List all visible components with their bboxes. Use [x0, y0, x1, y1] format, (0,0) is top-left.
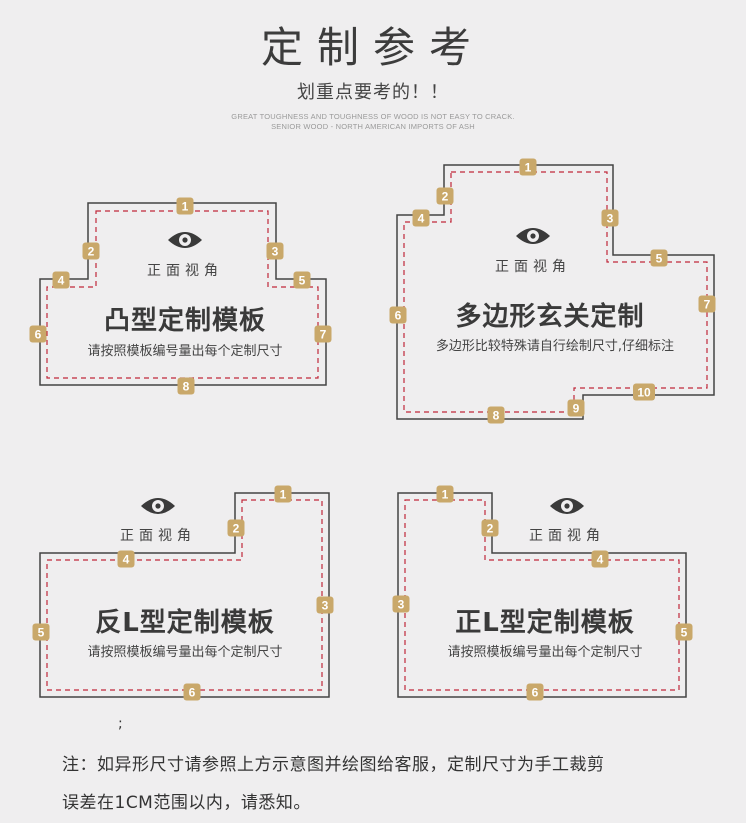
number-badge	[412, 209, 430, 227]
outline-shape	[39, 202, 327, 386]
number-badge	[29, 325, 47, 343]
number-badge	[52, 271, 70, 289]
badge-number: 4	[58, 274, 65, 288]
dashed-inner-shape	[46, 210, 319, 379]
english-tagline-2: SENIOR WOOD - NORTH AMERICAN IMPORTS OF …	[271, 122, 475, 131]
number-badge	[314, 325, 332, 343]
number-badge	[487, 406, 505, 424]
number-badge	[32, 623, 50, 641]
reverse-l-template-diagram	[39, 492, 330, 698]
number-badge	[633, 383, 655, 401]
outline-shape	[397, 492, 687, 698]
number-badge	[316, 596, 334, 614]
diagram-title: 凸型定制模板	[103, 306, 266, 336]
number-badge	[698, 295, 716, 313]
note-line-1: 注：如异形尺寸请参照上方示意图并绘图给客服，定制尺寸为手工裁剪	[62, 755, 605, 775]
badge-number: 7	[320, 328, 327, 342]
page-subtitle: 划重点要考的！！	[297, 82, 449, 103]
view-label: 正面视角	[120, 528, 196, 544]
outline-shape	[39, 492, 330, 698]
note-line-2: 误差在1CM范围以内，请悉知。	[62, 793, 311, 813]
diagram-title: 反L型定制模板	[95, 608, 275, 638]
view-label: 正面视角	[495, 259, 571, 275]
badge-number: 1	[280, 488, 287, 502]
eye-icon	[516, 228, 550, 244]
badge-number: 6	[395, 309, 402, 323]
eye-icon	[141, 498, 175, 514]
number-badge	[266, 242, 284, 260]
number-badge	[519, 158, 537, 176]
badge-number: 6	[35, 328, 42, 342]
badge-number: 9	[573, 402, 580, 416]
dashed-inner-shape	[404, 499, 680, 691]
badge-number: 3	[272, 245, 279, 259]
badge-number: 3	[398, 598, 405, 612]
view-label: 正面视角	[529, 528, 605, 544]
number-badge	[293, 271, 311, 289]
diagram-description: 请按照模板编号量出每个定制尺寸	[87, 645, 283, 660]
badge-number: 2	[442, 190, 449, 204]
number-badge	[675, 623, 693, 641]
number-badge	[481, 519, 499, 537]
number-badge	[389, 306, 407, 324]
eye-icon	[550, 498, 584, 514]
badge-number: 3	[322, 599, 329, 613]
badge-number: 1	[182, 200, 189, 214]
number-badge	[176, 197, 194, 215]
number-badge	[177, 377, 195, 395]
convex-template-diagram	[39, 202, 327, 386]
view-label: 正面视角	[147, 263, 223, 279]
badge-number: 5	[299, 274, 306, 288]
badge-number: 5	[656, 252, 663, 266]
number-badges: 1 2 3 4 5 6 7 8 1 2 3 4 5 6 7 8 9 10 1 2 3 4 5 6 1 2 3 4 5 6	[29, 158, 716, 701]
badge-number: 1	[525, 161, 532, 175]
badge-number: 8	[493, 409, 500, 423]
number-badge	[436, 485, 454, 503]
number-badge	[526, 683, 544, 701]
badge-number: 2	[487, 522, 494, 536]
badge-number: 4	[418, 212, 425, 226]
badge-number: 4	[123, 553, 130, 567]
number-badge	[227, 519, 245, 537]
badge-number: 6	[189, 686, 196, 700]
stray-mark: ;	[118, 716, 123, 732]
eye-icon	[168, 232, 202, 248]
number-badge	[82, 242, 100, 260]
page-title: 定制参考	[260, 23, 485, 72]
number-badge	[601, 209, 619, 227]
badge-number: 8	[183, 380, 190, 394]
diagram-description: 请按照模板编号量出每个定制尺寸	[447, 645, 643, 660]
badge-number: 3	[607, 212, 614, 226]
diagram-description: 请按照模板编号量出每个定制尺寸	[87, 344, 283, 359]
badge-number: 2	[233, 522, 240, 536]
number-badge	[392, 595, 410, 613]
badge-number: 1	[442, 488, 449, 502]
number-badge	[117, 550, 135, 568]
number-badge	[567, 399, 585, 417]
badge-number: 10	[637, 386, 651, 400]
badge-number: 7	[704, 298, 711, 312]
number-badge	[436, 187, 454, 205]
badge-number: 4	[597, 553, 604, 567]
number-badge	[274, 485, 292, 503]
badge-number: 6	[532, 686, 539, 700]
dashed-inner-shape	[403, 171, 708, 413]
english-tagline-1: GREAT TOUGHNESS AND TOUGHNESS OF WOOD IS…	[231, 112, 515, 121]
diagram-description: 多边形比较特殊请自行绘制尺寸,仔细标注	[435, 339, 675, 354]
normal-l-template-diagram	[397, 492, 687, 698]
number-badge	[591, 550, 609, 568]
badge-number: 2	[88, 245, 95, 259]
diagram-title: 多边形玄关定制	[455, 302, 645, 332]
diagram-title: 正L型定制模板	[455, 608, 635, 638]
dashed-inner-shape	[46, 499, 323, 691]
badge-number: 5	[681, 626, 688, 640]
number-badge	[650, 249, 668, 267]
badge-number: 5	[38, 626, 45, 640]
number-badge	[183, 683, 201, 701]
